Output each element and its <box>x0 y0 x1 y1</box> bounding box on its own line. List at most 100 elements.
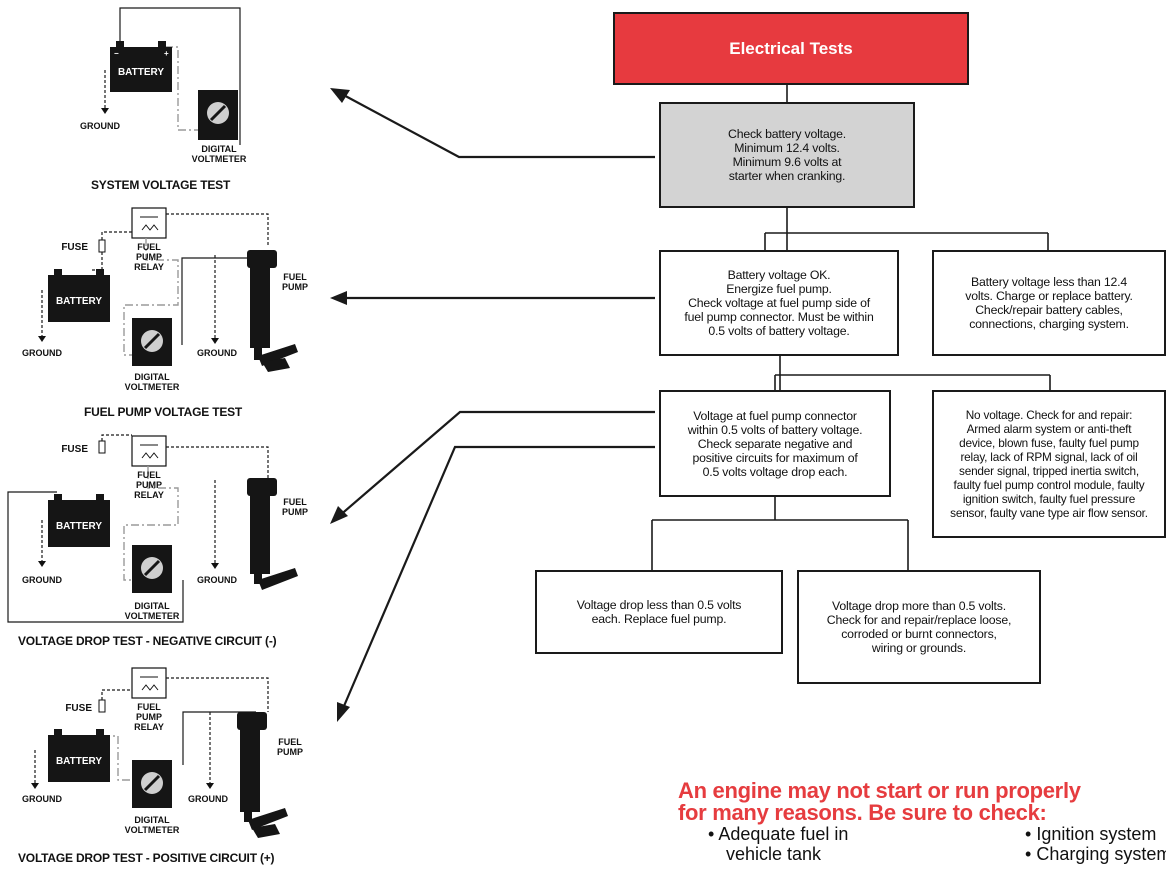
voltage-low-line-4: connections, charging system. <box>969 317 1129 331</box>
meter-label-1: DIGITAL <box>134 601 170 611</box>
reason-item-fuel-cont: vehicle tank <box>726 844 821 864</box>
drop-less-line-2: each. Replace fuel pump. <box>591 612 727 626</box>
ground-label-pump: GROUND <box>197 575 237 585</box>
battery-minus: − <box>114 49 119 58</box>
no-voltage-line-4: relay, lack of RPM signal, lack of oil <box>960 450 1138 464</box>
system-voltage-diagram: − + BATTERY GROUND DIGITAL VOLTMETER <box>80 7 247 164</box>
bullet: • <box>1025 844 1032 864</box>
fuel-pump-voltage-test-title: FUEL PUMP VOLTAGE TEST <box>84 405 243 419</box>
voltage-within-line-5: 0.5 volts voltage drop each. <box>702 464 848 479</box>
voltage-low-box: Battery voltage less than 12.4 volts. Ch… <box>932 250 1166 356</box>
no-voltage-box: No voltage. Check for and repair: Armed … <box>932 390 1166 538</box>
fuel-pump-voltage-diagram: BATTERY FUSE FUEL PUMP RELAY FUEL PUMP G… <box>22 207 308 392</box>
ground-label: GROUND <box>80 121 120 131</box>
header-title: Electrical Tests <box>729 38 853 58</box>
relay-label-1: FUEL <box>137 242 161 252</box>
pointer-arrows <box>330 88 655 722</box>
drop-more-line-2: Check for and repair/replace loose, <box>826 613 1012 627</box>
no-voltage-line-1: No voltage. Check for and repair: <box>965 408 1133 422</box>
voltage-low-line-1: Battery voltage less than 12.4 <box>970 275 1127 289</box>
relay-label-3: RELAY <box>134 722 164 732</box>
voltage-within-line-3: Check separate negative and <box>697 436 853 451</box>
voltage-ok-line-3: Check voltage at fuel pump side of <box>688 296 870 310</box>
ground-label-pump: GROUND <box>188 794 228 804</box>
voltage-low-line-2: volts. Charge or replace battery. <box>965 289 1133 303</box>
system-voltage-test-title: SYSTEM VOLTAGE TEST <box>91 178 231 192</box>
drop-negative-test-title: VOLTAGE DROP TEST - NEGATIVE CIRCUIT (-) <box>18 634 277 648</box>
no-voltage-line-2: Armed alarm system or anti-theft <box>966 422 1132 436</box>
bullet: • <box>708 824 715 844</box>
battery-label: BATTERY <box>56 521 102 532</box>
battery-check-line-4: starter when cranking. <box>728 169 846 183</box>
meter-label-1: DIGITAL <box>134 372 170 382</box>
relay-label-3: RELAY <box>134 262 164 272</box>
meter-label-1: DIGITAL <box>201 144 237 154</box>
fuel-pump-icon <box>237 712 288 838</box>
fuse-label: FUSE <box>61 242 88 253</box>
relay-label-2: PUMP <box>136 480 162 490</box>
meter-label-2: VOLTMETER <box>192 154 247 164</box>
reasons-title-line-1: An engine may not start or run properly <box>678 778 1081 803</box>
relay-label-2: PUMP <box>136 712 162 722</box>
voltage-within-box: Voltage at fuel pump connector within 0.… <box>659 390 891 497</box>
meter-label-2: VOLTMETER <box>125 611 180 621</box>
no-voltage-line-8: sensor, faulty vane type air flow sensor… <box>950 506 1148 520</box>
voltage-within-line-2: within 0.5 volts of battery voltage. <box>687 422 863 437</box>
battery-label: BATTERY <box>56 296 102 307</box>
voltage-ok-box: Battery voltage OK. Energize fuel pump. … <box>659 250 899 356</box>
drop-more-box: Voltage drop more than 0.5 volts. Check … <box>797 570 1041 684</box>
relay-label-2: PUMP <box>136 252 162 262</box>
drop-less-box: Voltage drop less than 0.5 volts each. R… <box>535 570 783 654</box>
battery-icon <box>48 500 110 547</box>
drop-more-line-4: wiring or grounds. <box>871 641 967 655</box>
battery-icon <box>48 735 110 782</box>
pump-label-2: PUMP <box>277 747 303 757</box>
battery-check-line-1: Check battery voltage. <box>728 127 846 141</box>
electrical-tests-header: Electrical Tests <box>613 12 969 85</box>
drop-more-line-1: Voltage drop more than 0.5 volts. <box>832 599 1006 613</box>
flowchart-connectors <box>651 85 1051 570</box>
reason-charging: Charging system <box>1036 844 1166 864</box>
voltage-ok-line-1: Battery voltage OK. <box>727 268 831 282</box>
battery-check-box: Check battery voltage. Minimum 12.4 volt… <box>659 102 915 208</box>
battery-label: BATTERY <box>118 67 164 78</box>
battery-icon <box>110 47 172 92</box>
arrow-system-voltage <box>337 91 655 159</box>
voltage-ok-line-4: fuel pump connector. Must be within <box>684 310 874 324</box>
voltage-ok-line-2: Energize fuel pump. <box>726 282 832 296</box>
battery-icon <box>48 275 110 322</box>
voltage-within-line-4: positive circuits for maximum of <box>692 450 858 465</box>
drop-positive-diagram: BATTERY FUSE FUEL PUMP RELAY FUEL PUMP G… <box>22 667 303 838</box>
voltage-low-line-3: Check/repair battery cables, <box>975 303 1123 317</box>
ground-label-pump: GROUND <box>197 348 237 358</box>
fuel-pump-icon <box>247 478 298 590</box>
arrow-drop-negative <box>337 410 655 518</box>
battery-plus: + <box>164 49 169 58</box>
ground-label: GROUND <box>22 348 62 358</box>
battery-check-line-2: Minimum 12.4 volts. <box>734 141 840 155</box>
drop-less-line-1: Voltage drop less than 0.5 volts <box>576 598 742 612</box>
relay-label-3: RELAY <box>134 490 164 500</box>
reason-item-charging: • Charging system <box>1025 844 1166 864</box>
pump-label-2: PUMP <box>282 507 308 517</box>
relay-label-1: FUEL <box>137 702 161 712</box>
relay-label-1: FUEL <box>137 470 161 480</box>
no-voltage-line-5: sender signal, tripped inertia switch, <box>959 464 1139 478</box>
pump-label-2: PUMP <box>282 282 308 292</box>
drop-negative-diagram: BATTERY FUSE FUEL PUMP RELAY FUEL PUMP G… <box>7 434 308 623</box>
pump-label-1: FUEL <box>283 272 307 282</box>
voltage-ok-line-5: 0.5 volts of battery voltage. <box>708 324 850 338</box>
reason-fuel-line-2: vehicle tank <box>726 844 822 864</box>
bullet: • <box>1025 824 1032 844</box>
drop-positive-test-title: VOLTAGE DROP TEST - POSITIVE CIRCUIT (+) <box>18 851 275 865</box>
pump-label-1: FUEL <box>278 737 302 747</box>
fuse-label: FUSE <box>61 444 88 455</box>
meter-label-2: VOLTMETER <box>125 825 180 835</box>
no-voltage-line-6: faulty fuel pump control module, faulty <box>953 478 1145 492</box>
ground-label: GROUND <box>22 575 62 585</box>
reason-item-ignition: • Ignition system <box>1025 824 1156 844</box>
drop-more-line-3: corroded or burnt connectors, <box>841 627 997 641</box>
fuel-pump-icon <box>247 250 298 372</box>
reason-item-fuel: • Adequate fuel in <box>708 824 848 844</box>
